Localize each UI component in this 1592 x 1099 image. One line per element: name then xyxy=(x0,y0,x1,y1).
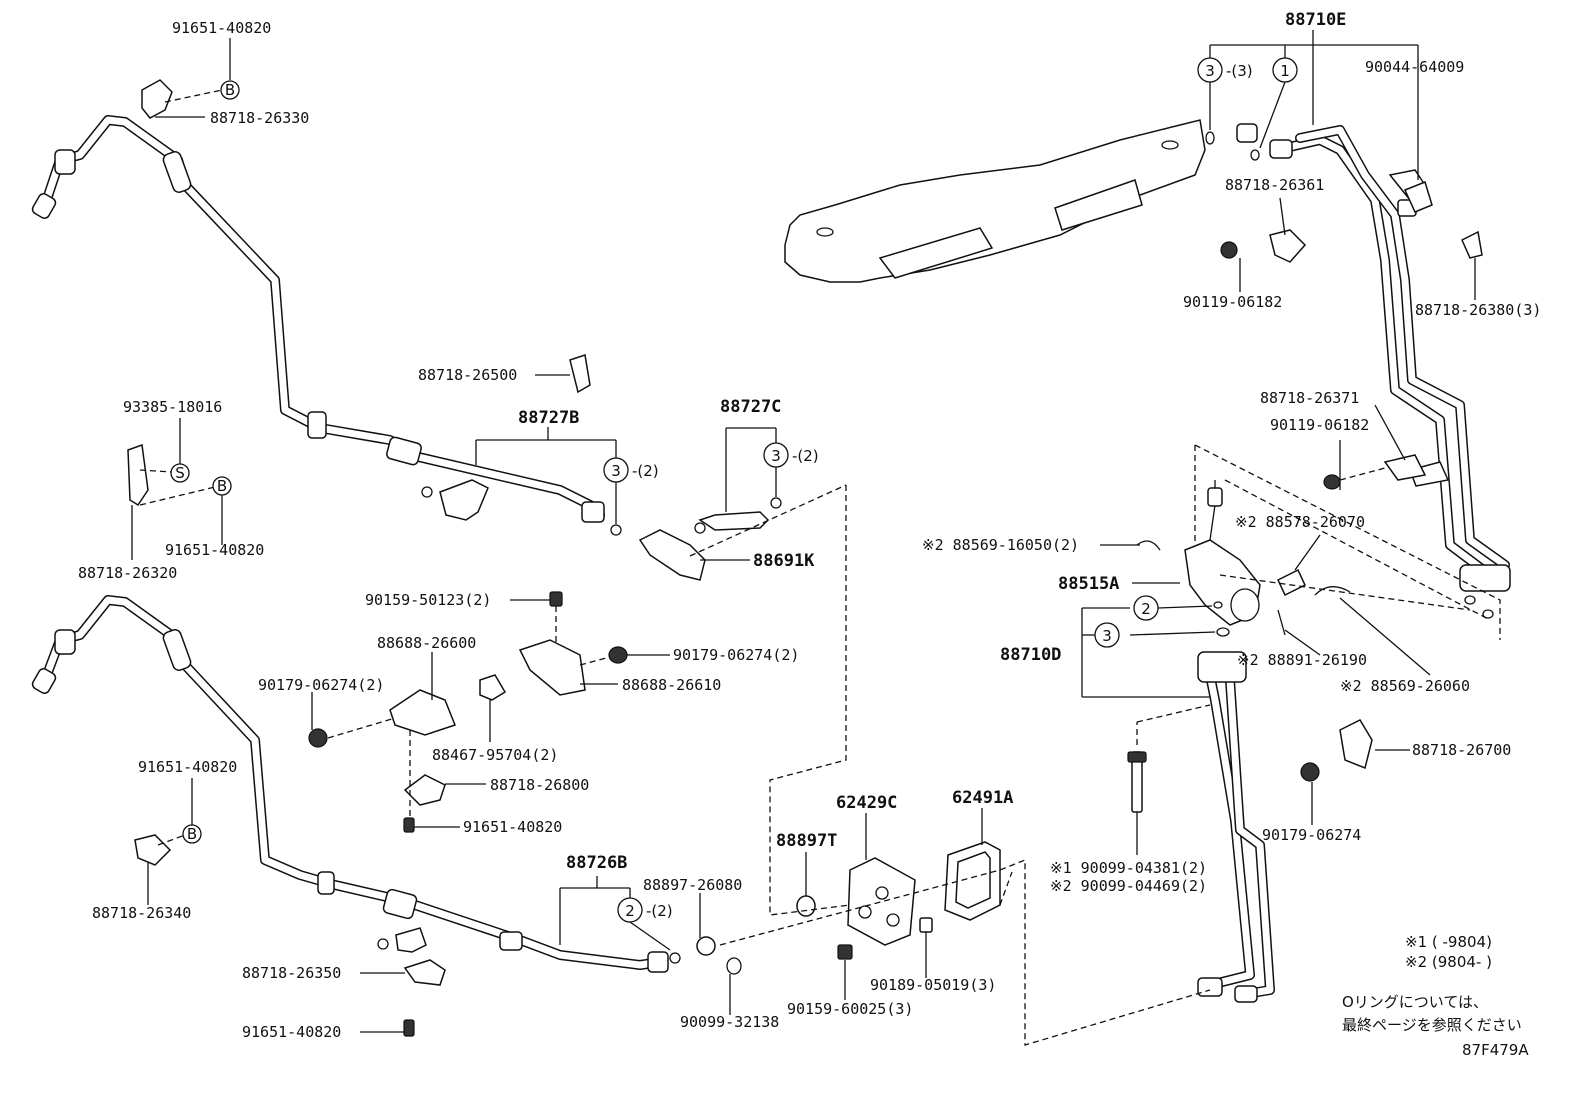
part-label: 88718-26371 xyxy=(1260,389,1359,407)
marker-2: 2 xyxy=(1141,600,1151,618)
evaporator-housing xyxy=(784,119,1206,283)
part-label: 90119-06182 xyxy=(1270,416,1369,434)
qty-label: -(2) xyxy=(646,902,673,920)
part-label: 88688-26610 xyxy=(622,676,721,694)
part-label: 90159-60025(3) xyxy=(787,1000,913,1018)
part-label: 88718-26330 xyxy=(210,109,309,127)
part-label: 88691K xyxy=(753,551,815,571)
pipe-right-lower xyxy=(1197,651,1275,1003)
part-label: 90189-05019(3) xyxy=(870,976,996,994)
part-label: ※2 88891-26190 xyxy=(1237,651,1367,669)
oring-note: Oリングについては、 xyxy=(1342,993,1488,1011)
pipe-lower xyxy=(31,595,669,973)
part-label: 90044-64009 xyxy=(1365,58,1464,76)
part-label: 88718-26700 xyxy=(1412,741,1511,759)
part-label: 93385-18016 xyxy=(123,398,222,416)
marker-3: 3 xyxy=(771,447,781,465)
oring-note: 最終ページを参照ください xyxy=(1342,1016,1522,1034)
diagram-code: 87F479A xyxy=(1462,1041,1529,1059)
part-label: ※2 90099-04469(2) xyxy=(1050,877,1207,895)
small-parts xyxy=(127,79,1494,1037)
marker-3: 3 xyxy=(611,462,621,480)
part-label: 88727C xyxy=(720,397,781,417)
marker-2: 2 xyxy=(625,902,635,920)
part-label: 91651-40820 xyxy=(138,758,237,776)
part-label: 90119-06182 xyxy=(1183,293,1282,311)
part-label: 90179-06274(2) xyxy=(258,676,384,694)
marker-1: 1 xyxy=(1280,62,1290,80)
part-label: ※2 88578-26070 xyxy=(1235,513,1365,531)
part-label: 88718-26350 xyxy=(242,964,341,982)
part-label: 88897T xyxy=(776,831,837,851)
marker-b: B xyxy=(187,825,197,843)
leader-lines xyxy=(131,30,1501,1046)
marker-3: 3 xyxy=(1205,62,1215,80)
part-label: ※2 88569-26060 xyxy=(1340,677,1470,695)
qty-label: -(2) xyxy=(792,447,819,465)
part-label: 88718-26800 xyxy=(490,776,589,794)
qty-label: -(3) xyxy=(1226,62,1253,80)
part-label: 88897-26080 xyxy=(643,876,742,894)
part-label: 91651-40820 xyxy=(172,19,271,37)
part-label: 62429C xyxy=(836,793,897,813)
date-note: ※2 (9804- ) xyxy=(1405,953,1492,971)
qty-label: -(2) xyxy=(632,462,659,480)
part-label: ※1 90099-04381(2) xyxy=(1050,859,1207,877)
date-note: ※1 ( -9804) xyxy=(1405,933,1492,951)
part-label: ※2 88569-16050(2) xyxy=(922,536,1079,554)
part-label: 88718-26500 xyxy=(418,366,517,384)
part-label: 88718-26380(3) xyxy=(1415,301,1541,319)
notes: ※1 ( -9804) ※2 (9804- ) Oリングについては、 最終ページ… xyxy=(1342,933,1529,1059)
part-label: 90179-06274(2) xyxy=(673,646,799,664)
part-label: 91651-40820 xyxy=(165,541,264,559)
part-label: 90099-32138 xyxy=(680,1013,779,1031)
marker-b: B xyxy=(217,477,227,495)
part-label: 88727B xyxy=(518,408,579,428)
part-label: 88718-26361 xyxy=(1225,176,1324,194)
part-label: 90179-06274 xyxy=(1262,826,1361,844)
part-label: 88726B xyxy=(566,853,627,873)
part-label: 88467-95704(2) xyxy=(432,746,558,764)
part-label: 90159-50123(2) xyxy=(365,591,491,609)
part-label: 88718-26320 xyxy=(78,564,177,582)
marker-3: 3 xyxy=(1102,627,1112,645)
part-label: 88710E xyxy=(1285,10,1346,30)
part-label: 88688-26600 xyxy=(377,634,476,652)
marker-b: B xyxy=(225,81,235,99)
part-label: 88718-26340 xyxy=(92,904,191,922)
pipe-upper xyxy=(31,115,605,523)
part-label: 91651-40820 xyxy=(463,818,562,836)
part-label: 88515A xyxy=(1058,574,1119,594)
part-labels: 91651-40820 88718-26330 88718-26500 9338… xyxy=(78,10,1541,1041)
expansion-valve xyxy=(1184,480,1261,626)
part-label: 91651-40820 xyxy=(242,1023,341,1041)
reference-markers: B S B B 3 -(2) 3 -(2) 2 -(2) 3 -(3) 1 2 … xyxy=(170,57,1298,923)
part-label: 62491A xyxy=(952,788,1013,808)
marker-s: S xyxy=(175,464,185,482)
part-label: 88710D xyxy=(1000,645,1061,665)
